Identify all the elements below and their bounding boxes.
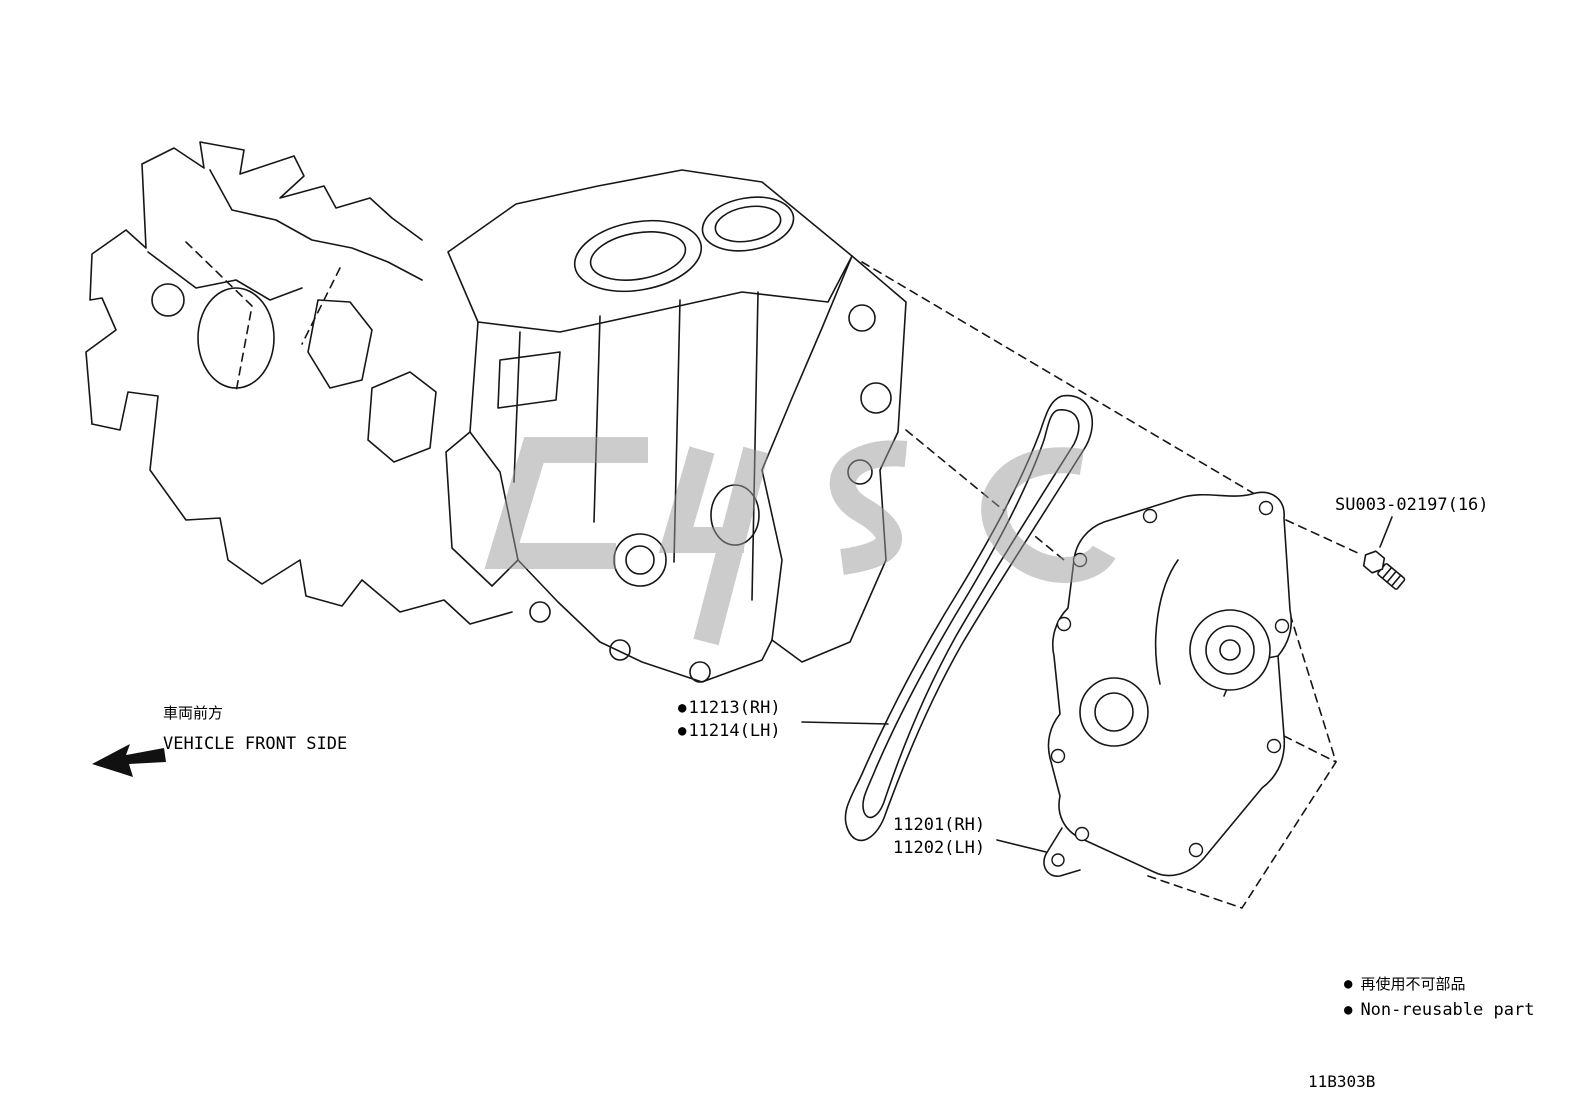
leader-lines xyxy=(801,516,1393,853)
cover-lh-number: 11202(LH) xyxy=(893,838,986,858)
head-cover-drawing xyxy=(1043,491,1293,877)
legend-en: Non-reusable part xyxy=(1360,1000,1535,1020)
non-reusable-bullet: ● xyxy=(678,700,687,716)
brand-watermark xyxy=(484,437,1116,646)
vehicle-front-jp: 車両前方 xyxy=(163,704,224,722)
non-reusable-bullet: ● xyxy=(1344,975,1353,992)
gasket-rh-number: 11213(RH) xyxy=(688,698,781,718)
diagram-code: 11B303B xyxy=(1308,1072,1376,1091)
legend-jp: 再使用不可部品 xyxy=(1360,975,1466,993)
engine-block-drawing xyxy=(85,141,513,625)
vehicle-front-en: VEHICLE FRONT SIDE xyxy=(163,734,348,754)
cover-rh-number: 11201(RH) xyxy=(893,815,986,835)
projection-dashed-lines xyxy=(861,261,1361,909)
vehicle-front-label: 車両前方 VEHICLE FRONT SIDE xyxy=(163,702,347,756)
bolt-part-number: SU003-02197(16) xyxy=(1335,495,1489,515)
legend: ● 再使用不可部品 ● Non-reusable part xyxy=(1344,971,1534,1023)
gasket-lh-number: 11214(LH) xyxy=(688,721,781,741)
gasket-part-label: ● 11213(RH) ● 11214(LH) xyxy=(678,697,781,743)
cylinder-head-drawing xyxy=(445,169,907,683)
cover-part-label: 11201(RH) 11202(LH) xyxy=(893,814,985,860)
front-direction-arrow-icon xyxy=(92,744,166,777)
non-reusable-bullet: ● xyxy=(678,723,687,739)
non-reusable-bullet: ● xyxy=(1344,1001,1353,1018)
bolt-part-label: SU003-02197(16) xyxy=(1335,494,1489,517)
bolt-drawing xyxy=(1362,550,1406,590)
